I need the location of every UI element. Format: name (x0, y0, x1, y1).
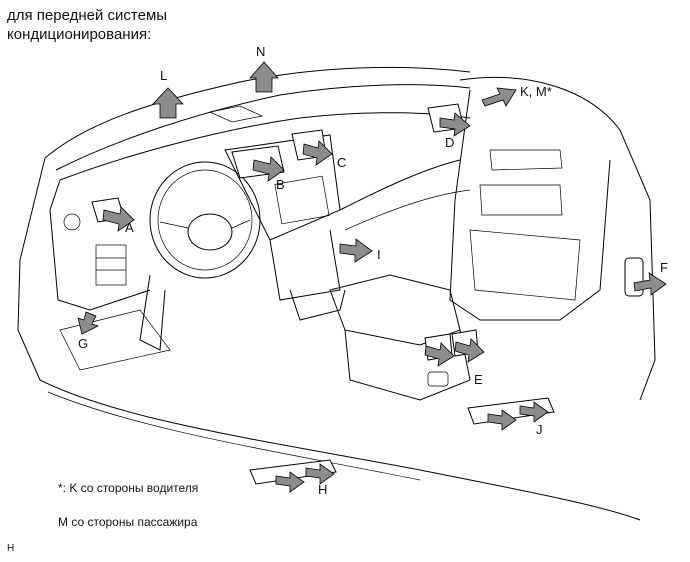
defroster-vent (208, 105, 264, 123)
label-j: J (536, 422, 543, 437)
dashboard-top-edge (55, 84, 471, 171)
label-c: C (337, 155, 347, 170)
diagram-caption: для передней системы кондиционирования: (7, 6, 167, 44)
steering-wheel (149, 161, 261, 279)
note-passenger: M со стороны пассажира (58, 515, 198, 529)
label-b: B (276, 177, 285, 192)
arrow-h-left (275, 471, 305, 493)
label-h: H (318, 482, 328, 497)
arrow-h-right (305, 463, 335, 485)
arrow-g (77, 311, 100, 335)
center-display (274, 175, 330, 225)
label-a: A (125, 220, 134, 235)
arrow-e-left (424, 342, 455, 367)
arrow-d (439, 112, 471, 137)
vent-h (249, 459, 337, 485)
arrow-b (252, 156, 285, 182)
right-door-panel (449, 89, 611, 321)
label-d: D (445, 135, 455, 150)
passenger-dash-edge (339, 159, 461, 211)
dashboard-surface (59, 112, 471, 181)
label-e: E (474, 372, 483, 387)
arrow-km (481, 87, 517, 107)
label-i: I (377, 247, 381, 262)
caption-line-2: кондиционирования: (7, 26, 152, 43)
arrow-i (339, 238, 373, 263)
arrow-n (249, 61, 279, 93)
windshield-top-edge (44, 66, 471, 159)
label-f: F (660, 260, 668, 275)
arrow-l (152, 87, 184, 119)
arrow-j-right (519, 401, 549, 423)
left-dash-side (49, 179, 151, 311)
label-n: N (256, 44, 266, 59)
arrow-j-left (487, 409, 517, 431)
shifter-area (289, 289, 346, 321)
lower-stack (269, 229, 341, 301)
footer-code: H (7, 543, 15, 554)
arrow-a (102, 206, 135, 232)
floor-sill (39, 379, 641, 521)
arrow-e-right (454, 338, 485, 363)
door-switch-panel (479, 184, 563, 216)
arrow-c (302, 140, 333, 166)
armrest-console (329, 274, 461, 346)
label-g: G (78, 336, 89, 351)
label-km: K, M* (520, 84, 552, 99)
caption-line-1: для передней системы (7, 7, 168, 24)
console-body (344, 329, 471, 401)
left-pillar (17, 157, 46, 381)
steering-hub (187, 213, 233, 251)
steering-column (139, 274, 166, 351)
label-l: L (160, 68, 168, 83)
door-pocket (469, 229, 581, 301)
floor-sill-inner (47, 391, 421, 481)
arrow-f (633, 272, 667, 296)
side-speaker (63, 213, 81, 231)
note-driver: *: K со стороны водителя (58, 481, 199, 495)
switch-panel (95, 244, 127, 286)
door-handle (489, 149, 563, 171)
right-door-outline (459, 77, 656, 401)
left-footwell (59, 309, 171, 371)
